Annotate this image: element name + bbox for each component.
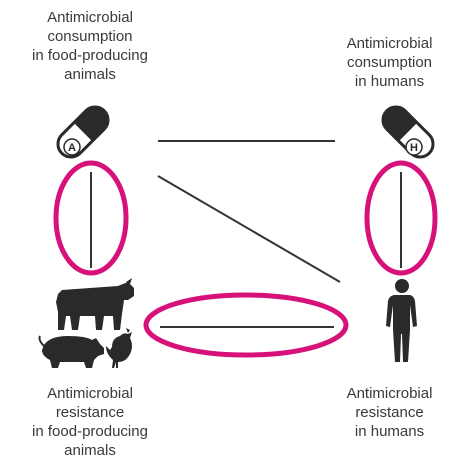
pill-human-letter-badge: H <box>406 139 422 155</box>
connector-diagonal <box>158 176 340 282</box>
highlight-bottom <box>146 295 346 355</box>
pig-icon <box>40 336 105 368</box>
pill-animal-icon <box>53 102 114 163</box>
cow-icon <box>56 278 134 330</box>
svg-text:H: H <box>410 142 418 154</box>
chicken-icon <box>106 328 132 368</box>
pill-animal-letter-badge: A <box>64 139 80 155</box>
human-figure-icon <box>386 279 417 362</box>
svg-text:A: A <box>68 142 76 154</box>
